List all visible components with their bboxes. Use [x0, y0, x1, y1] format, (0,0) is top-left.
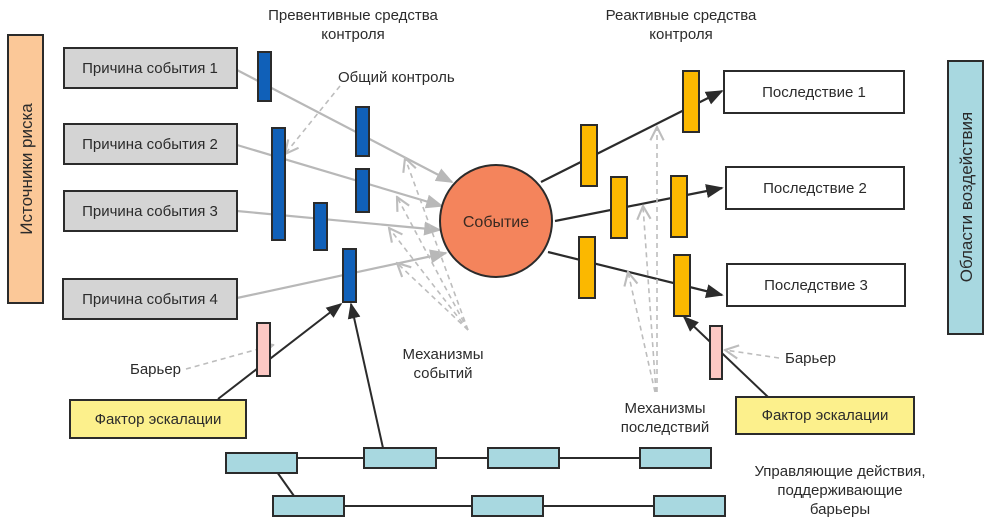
reactive-control-6[interactable] — [673, 254, 691, 317]
reactive-control-3[interactable] — [610, 176, 628, 239]
event-mechanisms-label-line2: событий — [413, 365, 472, 382]
cause-box-3[interactable]: Причина события 3 — [63, 190, 238, 232]
event-mechanisms-label-line1: Механизмы — [403, 346, 484, 363]
impact-areas-label: Области воздействия — [957, 112, 976, 283]
right-barrier-label: Барьер — [785, 350, 836, 367]
right-escalation-factor[interactable]: Фактор эскалации — [735, 396, 915, 435]
action-box-2[interactable] — [363, 447, 437, 469]
preventive-control-4[interactable] — [355, 168, 370, 213]
preventive-control-1[interactable] — [257, 51, 272, 102]
action-box-7[interactable] — [653, 495, 726, 517]
consequence-label-1: Последствие 1 — [762, 84, 866, 101]
action-box-5[interactable] — [272, 495, 345, 517]
preventive-control-5[interactable] — [313, 202, 328, 251]
general-control-arrow — [285, 85, 341, 154]
cause-label-1: Причина события 1 — [82, 60, 218, 77]
left-barrier[interactable] — [256, 322, 271, 377]
cause-box-2[interactable]: Причина события 2 — [63, 123, 238, 165]
action-box-4[interactable] — [639, 447, 712, 469]
consequence-line-3 — [547, 250, 724, 299]
preventive-controls-title-line2: контроля — [321, 26, 384, 43]
left-barrier-label: Барьер — [130, 361, 181, 378]
preventive-controls — [257, 51, 370, 303]
impact-areas-bar: Области воздействия — [947, 60, 984, 335]
consequence-box-1[interactable]: Последствие 1 — [723, 70, 905, 114]
cause-label-3: Причина события 3 — [82, 203, 218, 220]
consequence-box-2[interactable]: Последствие 2 — [725, 166, 905, 210]
reactive-controls-title-line1: Реактивные средства — [606, 7, 757, 24]
cause-box-1[interactable]: Причина события 1 — [63, 47, 238, 89]
right-barrier[interactable] — [709, 325, 723, 380]
cause-line-4 — [236, 249, 448, 300]
event-node[interactable]: Событие — [439, 164, 553, 278]
risk-sources-bar: Источники риска — [7, 34, 44, 304]
right-escalation-label: Фактор эскалации — [762, 407, 889, 424]
general-control-label: Общий контроль — [338, 69, 455, 86]
consequence-mechanisms-label-line2: последствий — [621, 419, 710, 436]
action-box-1[interactable] — [225, 452, 298, 474]
consequence-line-2 — [554, 184, 724, 223]
consequence-label-3: Последствие 3 — [764, 277, 868, 294]
management-actions-label-line2: поддерживающие — [777, 482, 902, 499]
management-actions-label-line3: барьеры — [810, 501, 870, 518]
consequence-mechanism-arrows — [628, 127, 657, 393]
action-box-3[interactable] — [487, 447, 560, 469]
cause-line-3 — [236, 209, 442, 236]
event-mechanism-arrows — [389, 158, 469, 331]
reactive-controls — [578, 70, 700, 317]
cause-label-4: Причина события 4 — [82, 291, 218, 308]
reactive-controls-title-line2: контроля — [649, 26, 712, 43]
cause-label-2: Причина события 2 — [82, 136, 218, 153]
event-label: Событие — [463, 214, 529, 231]
preventive-control-2[interactable] — [271, 127, 286, 241]
reactive-control-4[interactable] — [670, 175, 688, 238]
right-escalation-line — [682, 315, 769, 398]
preventive-controls-title-line1: Превентивные средства — [268, 7, 438, 24]
preventive-control-6[interactable] — [342, 248, 357, 303]
action-to-control-arrow — [347, 302, 384, 449]
consequence-label-2: Последствие 2 — [763, 180, 867, 197]
right-barrier-pointer — [725, 350, 780, 358]
reactive-control-2[interactable] — [682, 70, 700, 133]
cause-box-4[interactable]: Причина события 4 — [62, 278, 238, 320]
preventive-control-3[interactable] — [355, 106, 370, 157]
reactive-control-5[interactable] — [578, 236, 596, 299]
reactive-control-1[interactable] — [580, 124, 598, 187]
left-escalation-label: Фактор эскалации — [95, 411, 222, 428]
left-escalation-line — [217, 303, 343, 400]
management-actions-label-line1: Управляющие действия, — [754, 463, 925, 480]
consequence-box-3[interactable]: Последствие 3 — [726, 263, 906, 307]
action-box-6[interactable] — [471, 495, 544, 517]
left-escalation-factor[interactable]: Фактор эскалации — [69, 399, 247, 439]
management-actions — [225, 302, 726, 517]
risk-sources-label: Источники риска — [17, 103, 36, 235]
consequence-mechanisms-label-line1: Механизмы — [625, 400, 706, 417]
